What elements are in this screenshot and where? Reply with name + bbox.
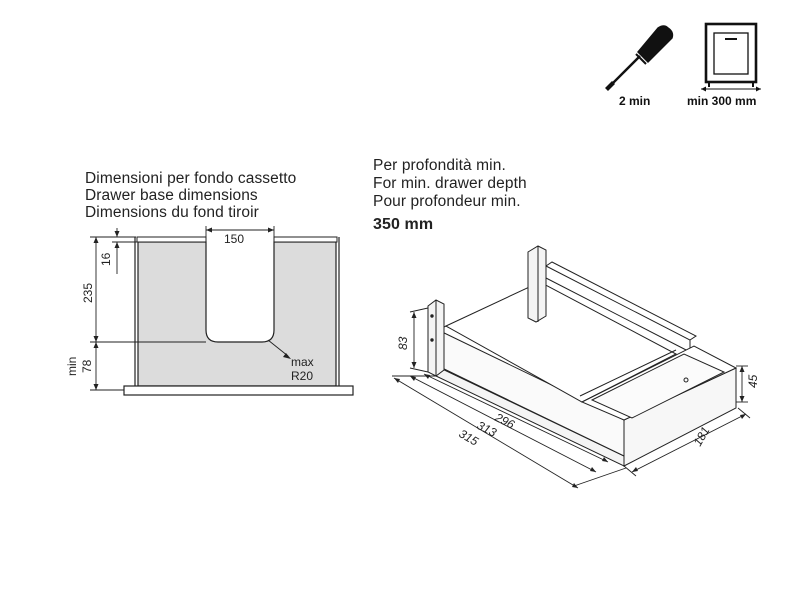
tray-dimension-arrows — [394, 312, 746, 488]
drawer-base-panel — [137, 241, 337, 387]
dim-150 — [205, 226, 275, 240]
dim-cutout-depth: 235 — [81, 283, 95, 303]
base-caption-fr: Dimensions du fond tiroir — [85, 204, 259, 221]
cabinet-icon — [701, 22, 761, 92]
min-depth-value: 350 mm — [373, 216, 434, 233]
dim-min-label: min — [65, 357, 79, 376]
screwdriver-time-label: 2 min — [619, 94, 651, 108]
depth-caption-it: Per profondità min. — [373, 157, 506, 174]
dim-top-offset: 16 — [99, 252, 113, 266]
drawer-bottom-plate — [123, 385, 354, 396]
radius-max-label: max — [291, 355, 314, 369]
base-caption-en: Drawer base dimensions — [85, 187, 258, 204]
dim-min-value: 78 — [80, 359, 94, 373]
tray-dimensions — [392, 307, 751, 489]
base-caption-it: Dimensioni per fondo cassetto — [85, 170, 297, 187]
radius-leader — [267, 339, 291, 359]
dim-cutout-width: 150 — [224, 232, 244, 246]
tray-body — [427, 245, 738, 467]
dim-vertical-left — [90, 228, 206, 391]
screwdriver-icon — [605, 25, 674, 91]
cabinet-width-label: min 300 mm — [687, 94, 757, 108]
radius-value-label: R20 — [291, 369, 313, 383]
tray-side-height-45: 45 — [746, 374, 760, 388]
depth-caption-en: For min. drawer depth — [373, 175, 527, 192]
tray-height-83: 83 — [396, 336, 410, 350]
depth-caption-fr: Pour profondeur min. — [373, 193, 521, 210]
